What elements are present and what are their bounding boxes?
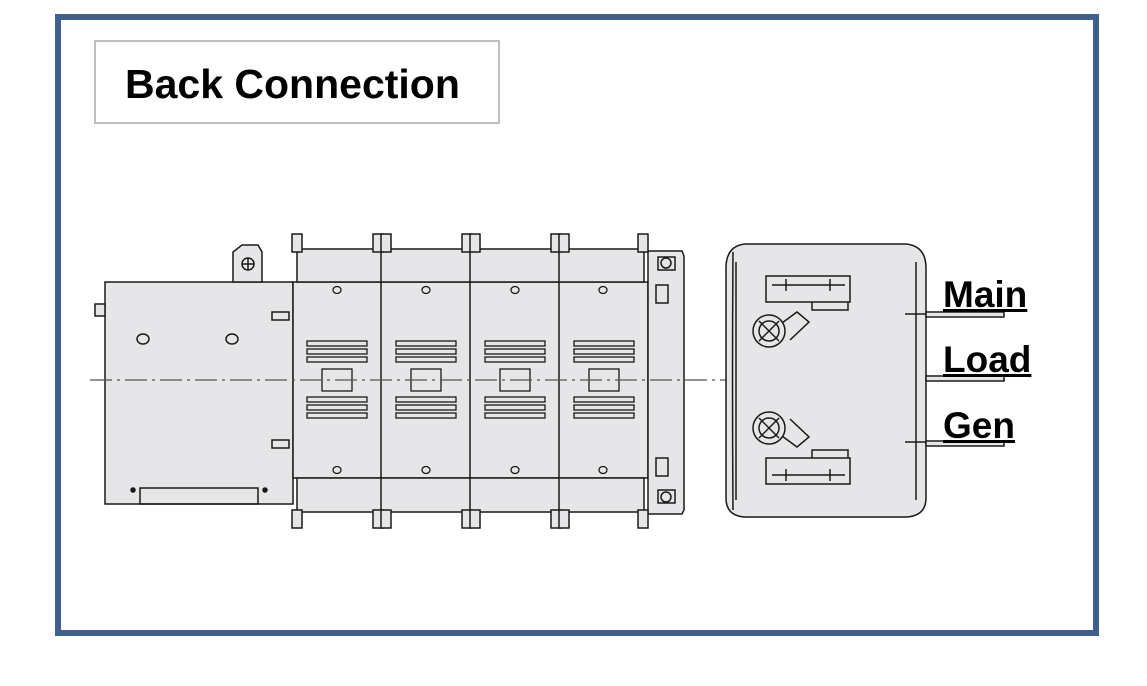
gen-label: Gen <box>943 405 1015 446</box>
title-box <box>94 40 500 124</box>
load-label: Load <box>943 339 1032 380</box>
load-terminal-bar <box>925 375 1005 382</box>
terminal-bars <box>905 311 1005 447</box>
main-label: Main <box>943 274 1028 315</box>
switch-side-view <box>725 243 927 518</box>
gen-terminal-bar <box>925 440 1005 447</box>
mechanism-housing <box>104 281 294 505</box>
terminal-posts <box>291 233 649 529</box>
end-block <box>647 250 685 515</box>
housing-tab <box>94 303 106 317</box>
side-body <box>725 243 927 518</box>
page-title: Back Connection <box>125 61 460 107</box>
nameplate <box>139 487 259 505</box>
